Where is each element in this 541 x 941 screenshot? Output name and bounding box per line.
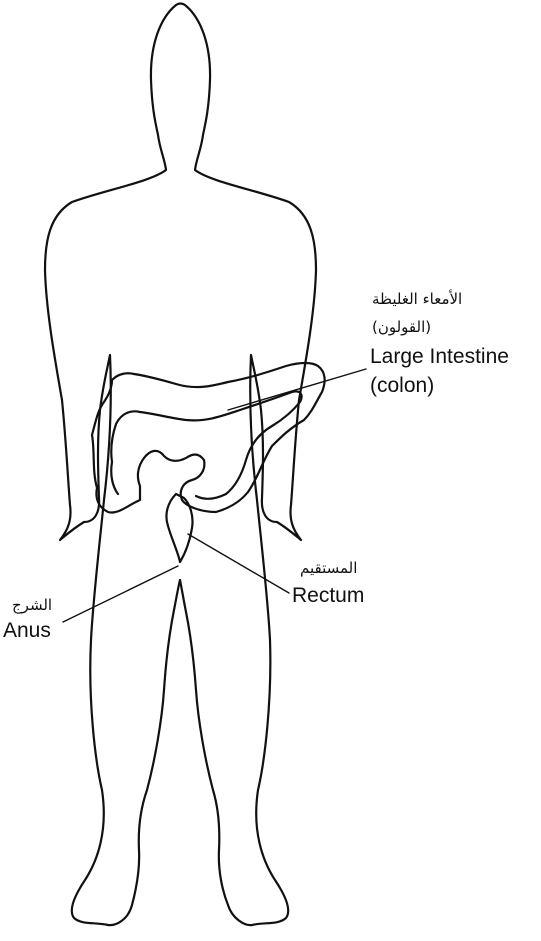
large-intestine-leader [228,369,366,410]
rectum-outline [166,494,192,562]
rectum-label: Rectum [292,584,364,608]
large-intestine-arabic-label: الأمعاء الغليظة [372,291,462,308]
anus-label: Anus [3,619,51,643]
body-outline [45,4,316,926]
anus-arabic-label: الشرج [12,597,52,614]
large-intestine-label: Large Intestine [370,345,509,369]
colon-outline [92,363,325,513]
large-intestine-arabic-sublabel: (القولون) [372,319,431,336]
rectum-arabic-label: المستقيم [300,560,357,577]
rectum-leader [188,534,289,593]
large-intestine-sublabel: (colon) [370,374,434,398]
anus-leader [63,566,178,622]
